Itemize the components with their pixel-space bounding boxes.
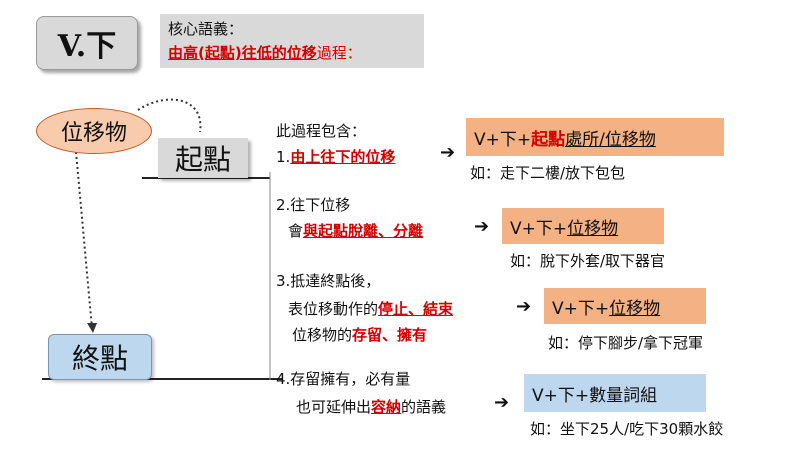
s4-arrow: ➔ — [494, 392, 510, 413]
s1-formula-ul: 處所/位移物 — [565, 129, 656, 150]
s4-line2: 也可延伸出容納的語義 — [296, 396, 446, 417]
s4-line2-red: 容納 — [371, 398, 402, 416]
core-meaning-tail: 過程： — [316, 44, 362, 62]
s4-line2-pre: 也可延伸出 — [296, 398, 372, 416]
s2-formula-box: V+下+位移物 — [502, 208, 664, 244]
s3-line3: 位移物的存留、擁有 — [292, 324, 427, 345]
mover-node: 位移物 — [36, 108, 152, 154]
start-node: 起點 — [158, 138, 248, 178]
s1-formula-red: 起點 — [531, 129, 566, 150]
s3-line1: 3.抵達終點後， — [276, 272, 381, 290]
s3-formula-ul: 位移物 — [609, 298, 661, 319]
s1-formula-prefix: V+下+ — [474, 129, 532, 150]
mover-to-end-dotted-arrow — [75, 151, 93, 329]
s2-arrow: ➔ — [474, 216, 490, 237]
s3-formula-box: V+下+位移物 — [544, 288, 706, 324]
mover-to-start-dotted-line — [137, 98, 202, 133]
s2-example: 如：脫下外套/取下器官 — [510, 252, 666, 270]
core-heading: 核心語義： — [168, 20, 244, 38]
s3-formula-prefix: V+下+ — [552, 298, 610, 319]
title-text: V.下 — [57, 29, 117, 64]
mover-to-end-arrowhead — [87, 323, 97, 333]
s3-line2: 表位移動作的停止、結束 — [288, 298, 453, 319]
s4-line1: 4.存留擁有，必有量 — [276, 370, 411, 388]
s3-line2-pre: 表位移動作的 — [288, 300, 379, 318]
s1-formula-box: V+下+起點處所/位移物 — [466, 118, 724, 156]
s4-formula: V+下+數量詞組 — [532, 385, 658, 406]
core-meaning-box — [160, 14, 424, 68]
s2-line2-red: 與起點脫離、分離 — [303, 222, 424, 240]
s1-arrow: ➔ — [440, 142, 456, 163]
s2-formula-ul: 位移物 — [567, 218, 619, 239]
s1-line: 1.由上往下的位移 — [276, 146, 395, 167]
s2-formula-prefix: V+下+ — [510, 218, 568, 239]
s4-example: 如：坐下25人/吃下30顆水餃 — [530, 420, 724, 438]
s3-line3-pre: 位移物的 — [292, 326, 353, 344]
mover-label: 位移物 — [60, 121, 127, 146]
core-meaning: 由高(起點)往低的位移過程： — [168, 42, 362, 63]
start-label: 起點 — [174, 143, 231, 176]
title-box: V.下 — [36, 16, 138, 70]
s1-phrase: 由上往下的位移 — [290, 148, 396, 166]
s1-intro: 此過程包含： — [276, 122, 367, 140]
end-node: 終點 — [48, 334, 152, 380]
s2-line1: 2.往下位移 — [276, 196, 351, 214]
s4-formula-box: V+下+數量詞組 — [524, 374, 706, 412]
s1-example: 如：走下二樓/放下包包 — [470, 164, 626, 182]
s4-line2-post: 的語義 — [401, 398, 447, 416]
end-label: 終點 — [71, 342, 128, 375]
s3-arrow: ➔ — [516, 296, 532, 317]
s1-num: 1. — [276, 148, 291, 166]
s2-line2: 會與起點脫離、分離 — [288, 220, 423, 241]
s3-line2-red: 停止、結束 — [378, 300, 454, 318]
core-meaning-red: 由高(起點)往低的位移 — [168, 44, 317, 62]
s3-line3-red: 存留、擁有 — [352, 326, 428, 344]
s2-line2-pre: 會 — [288, 222, 304, 240]
s3-example: 如：停下腳步/拿下冠軍 — [548, 334, 704, 352]
